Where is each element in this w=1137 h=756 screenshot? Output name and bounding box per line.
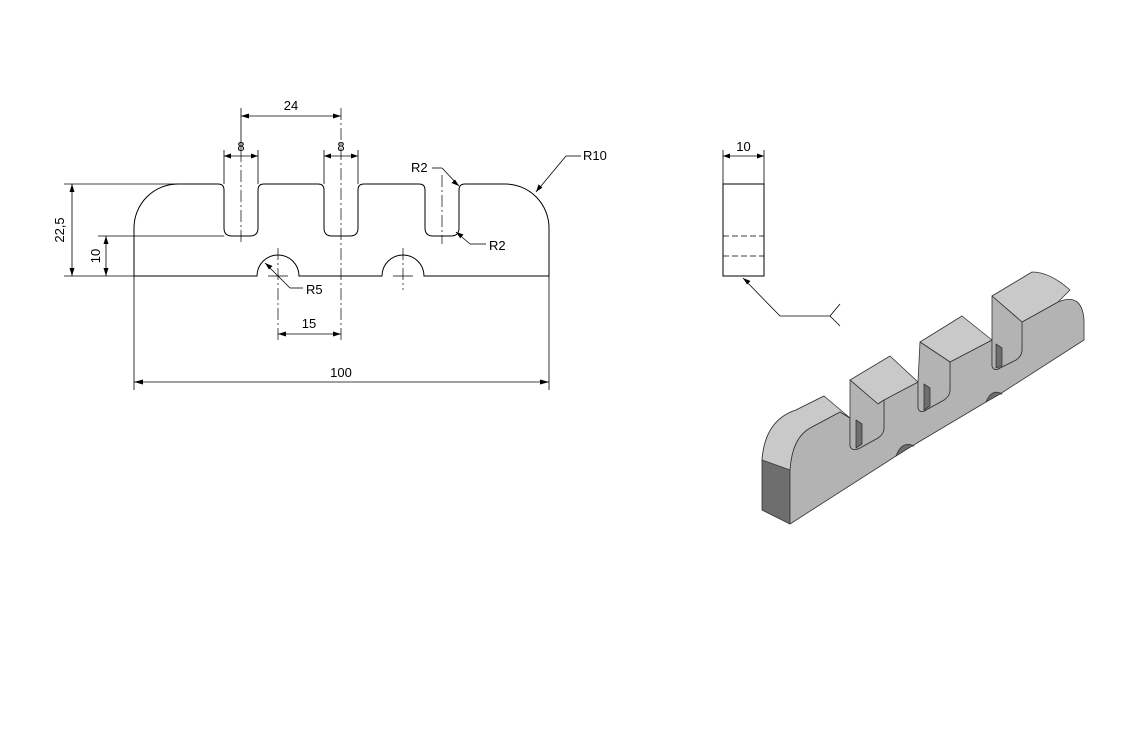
arrowhead: [103, 268, 109, 276]
iso-slot-wall: [923, 383, 931, 411]
arrowhead: [265, 263, 273, 270]
dim-r5-label: R5: [306, 282, 323, 297]
arrowhead: [324, 153, 331, 159]
arrowhead: [134, 379, 143, 385]
arrowhead: [333, 331, 341, 337]
arrowhead: [241, 113, 249, 119]
iso-slot-wall: [855, 419, 863, 449]
arrowhead: [723, 153, 730, 159]
iso-slot-wall: [995, 343, 1003, 369]
arrowhead: [333, 113, 341, 119]
leader-r10: [535, 155, 567, 193]
arrowhead: [103, 236, 109, 244]
arrowhead: [743, 278, 751, 285]
arrowhead: [251, 153, 258, 159]
arrowhead: [536, 184, 543, 192]
dim-r2-bottom-label: R2: [489, 238, 506, 253]
arrowhead: [456, 232, 464, 239]
arrowhead: [224, 153, 231, 159]
isometric-view: [761, 271, 1085, 525]
iso-hole-cutout: [895, 443, 915, 457]
dim-r10-label: R10: [583, 148, 607, 163]
arrowhead: [278, 331, 286, 337]
dim-8-left-label: 8: [237, 139, 244, 154]
iso-top-face: [991, 271, 1071, 323]
side-view-outline: [722, 183, 765, 277]
front-view-outline: [133, 183, 550, 277]
front-view: 24 8 8 22,5 10 R2: [52, 98, 607, 390]
arrowhead: [451, 179, 459, 186]
surface-finish-symbol: [829, 303, 841, 317]
iso-hole-cutout: [985, 391, 1003, 403]
arrowhead: [540, 379, 549, 385]
arrowhead: [69, 184, 75, 192]
dim-10-label: 10: [88, 249, 103, 263]
dim-100-label: 100: [330, 365, 352, 380]
arrowhead: [69, 268, 75, 276]
dim-10-side-label: 10: [736, 139, 750, 154]
dim-24-label: 24: [284, 98, 298, 113]
dim-15-label: 15: [302, 316, 316, 331]
arrowhead: [351, 153, 358, 159]
dim-8-middle-label: 8: [337, 139, 344, 154]
arrowhead: [757, 153, 764, 159]
surface-finish-leader: [742, 277, 781, 317]
surface-finish-symbol: [829, 315, 841, 327]
dim-22-5-label: 22,5: [52, 217, 67, 242]
dim-r2-top-label: R2: [411, 160, 428, 175]
side-view: 10: [722, 139, 841, 327]
